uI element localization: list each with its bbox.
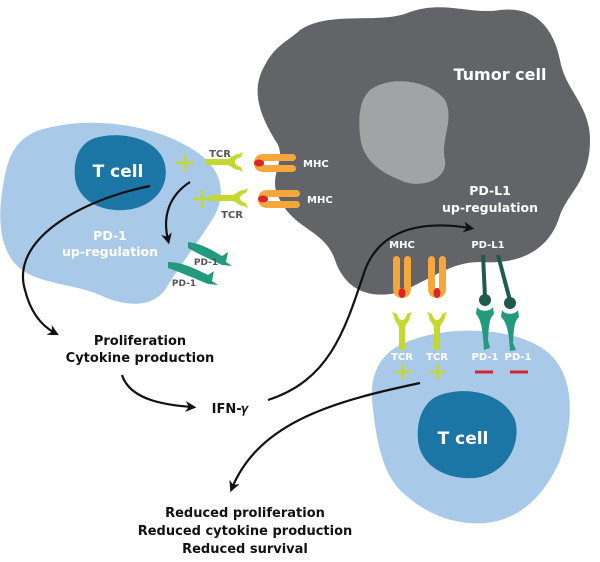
mhc-label: MHC: [307, 195, 333, 206]
plus-sign: [193, 190, 211, 208]
pd1-label: PD-1: [472, 352, 499, 363]
reduced-survival-label: Reduced survival: [182, 542, 308, 557]
pdl1-label: PD-L1: [471, 240, 504, 251]
arrow-to-pd1: [161, 181, 191, 245]
plus-sign: [395, 364, 411, 380]
reduced-cytokine-label: Reduced cytokine production: [138, 524, 353, 539]
left-t-cell-nucleus: [74, 135, 166, 211]
tumor-nucleus: [359, 81, 449, 184]
mhc-label: MHC: [303, 159, 329, 170]
pd1-receptor: [168, 242, 232, 285]
pdl1-upregulation-label-1: PD-L1: [469, 183, 511, 198]
proliferation-label: Proliferation: [94, 334, 186, 349]
tcr-label: TCR: [221, 210, 243, 221]
pdl1-pd1-pair: [476, 255, 494, 350]
tcr-label: TCR: [391, 352, 413, 363]
pd1-label: PD-1: [505, 352, 532, 363]
pdl1-pd1-pair: [496, 255, 519, 351]
left-t-cell-label: T cell: [93, 162, 144, 182]
plus-sign: [430, 364, 446, 380]
tcr-label: TCR: [209, 149, 231, 160]
bottom-t-cell-label: T cell: [438, 429, 489, 449]
arrow-to-ifn: [120, 374, 197, 412]
left-t-cell: [0, 122, 221, 304]
cytokine-production-label: Cytokine production: [66, 351, 215, 366]
mhc-label: MHC: [389, 240, 415, 251]
pd1-label: PD-1: [194, 258, 218, 268]
pd1-upregulation-label-2: up-regulation: [62, 244, 158, 259]
ifn-gamma-label: IFN-𝛾: [212, 402, 250, 417]
arrow-ifn-to-pdl1: [267, 221, 475, 402]
pd1-label: PD-1: [172, 279, 196, 289]
bottom-t-cell-nucleus: [417, 391, 517, 479]
tcr-label: TCR: [426, 352, 448, 363]
reduced-proliferation-label: Reduced proliferation: [165, 506, 325, 521]
pd1-upregulation-label-1: PD-1: [93, 228, 127, 243]
arrow-to-proliferation: [22, 184, 151, 336]
arrow-to-reduced: [229, 381, 421, 493]
tumor-cell-label: Tumor cell: [454, 65, 547, 84]
pdl1-upregulation-label-2: up-regulation: [442, 200, 538, 215]
plus-sign: [176, 154, 194, 172]
